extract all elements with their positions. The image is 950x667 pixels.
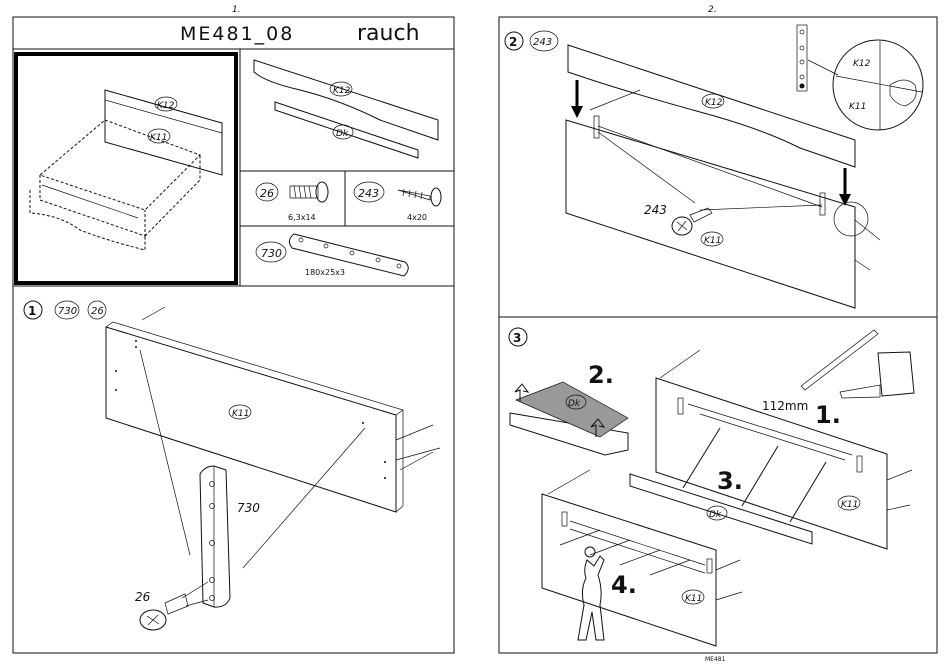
step-3-sub-1: 1. <box>815 401 841 429</box>
step-1-screw-label: 26 <box>135 590 151 604</box>
svg-text:1: 1 <box>28 304 36 318</box>
step-1-panel-label: K11 <box>232 409 249 419</box>
step-3-k11-label-1: K11 <box>841 500 858 510</box>
step-3-sub-3: 3. <box>717 467 743 495</box>
model-code: ME481_08 <box>180 23 294 45</box>
overview-k11-label: K11 <box>150 133 167 143</box>
svg-text:730: 730 <box>58 306 77 317</box>
left-page <box>13 17 454 653</box>
step-3-measure: 112mm <box>762 399 808 413</box>
overview-k12-label: K12 <box>157 101 175 111</box>
screw-26-size: 6,3x14 <box>288 213 316 222</box>
step-3-dk-label-1: Dk <box>568 399 581 409</box>
svg-text:243: 243 <box>533 37 552 48</box>
svg-text:26: 26 <box>260 187 274 200</box>
step-3-dk-label-2: Dk <box>709 510 722 520</box>
footer-code: ME481 <box>705 656 726 663</box>
right-page <box>499 17 937 653</box>
step-3-sub-4: 4. <box>611 571 637 599</box>
page-number-right: 2. <box>708 5 717 15</box>
step-2-k11-label: K11 <box>704 236 721 246</box>
svg-text:243: 243 <box>358 187 379 200</box>
page-number-left: 1. <box>232 5 241 15</box>
plate-730-size: 180x25x3 <box>305 268 345 277</box>
brand-logo: rauch <box>357 21 420 46</box>
detail-k11-label: K11 <box>849 102 866 112</box>
svg-text:2: 2 <box>509 35 517 49</box>
step-3-sub-2: 2. <box>588 361 614 389</box>
detail-k12-label: K12 <box>853 59 871 69</box>
svg-text:3: 3 <box>513 331 521 345</box>
step-1-plate-label: 730 <box>237 501 260 515</box>
screw-243-size: 4x20 <box>407 213 427 222</box>
svg-text:730: 730 <box>261 247 282 260</box>
part-k12-label: K12 <box>333 86 351 96</box>
step-2-k12-label: K12 <box>705 98 723 108</box>
step-2-screw-label: 243 <box>644 203 667 217</box>
part-dk-label: Dk <box>336 129 349 139</box>
svg-text:26: 26 <box>91 306 104 317</box>
step-3-k11-label-2: K11 <box>685 594 702 604</box>
